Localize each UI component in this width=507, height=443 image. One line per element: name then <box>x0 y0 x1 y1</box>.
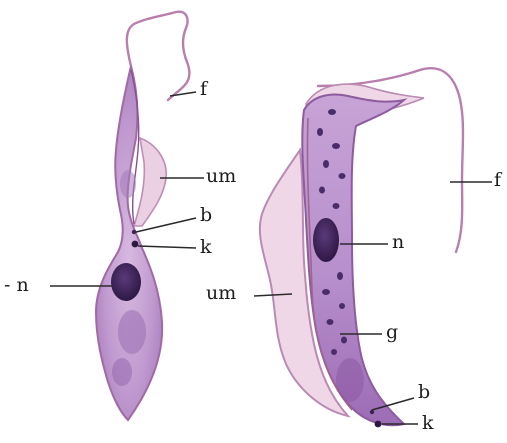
label-right-kinetoplast: k <box>422 414 434 433</box>
label-left-flagellum: f <box>200 80 207 99</box>
left-kinetoplast <box>132 241 139 248</box>
label-right-granules: g <box>386 323 398 342</box>
label-right-basal-body: b <box>418 383 430 402</box>
label-left-nucleus: - n <box>4 276 29 295</box>
label-right-nucleus: n <box>392 233 404 252</box>
label-left-undulating-membrane: um <box>206 167 236 186</box>
left-basal-body <box>132 230 136 234</box>
left-cytoplasm-patch <box>112 358 132 386</box>
label-left-basal-body: b <box>200 206 212 225</box>
left-nucleus <box>111 263 141 301</box>
label-right-flagellum: f <box>494 171 501 190</box>
label-left-kinetoplast: k <box>200 238 212 257</box>
left-cytoplasm-patch <box>118 310 146 354</box>
right-kinetoplast <box>375 421 382 428</box>
right-trypanosome <box>260 68 463 427</box>
right-nucleus <box>313 218 339 262</box>
left-trypanosome <box>96 12 189 420</box>
left-undulating-membrane <box>134 138 166 226</box>
right-cytoplasm-patch <box>336 358 364 402</box>
label-right-undulating-membrane: um <box>206 284 236 303</box>
leader-left-k <box>138 246 196 248</box>
right-basal-body <box>370 410 374 414</box>
left-cytoplasm-patch <box>120 170 136 198</box>
